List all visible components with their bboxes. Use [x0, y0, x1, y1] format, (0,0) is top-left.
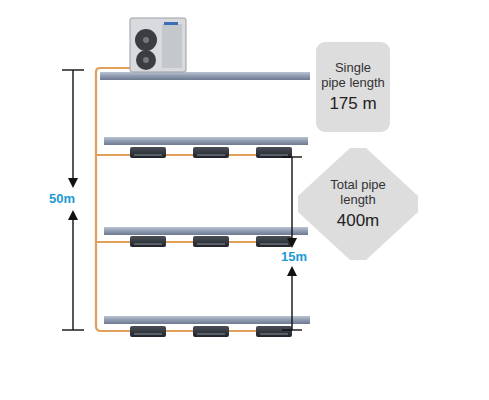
refrigerant-pipe [96, 68, 290, 331]
dimension-15m [282, 157, 302, 330]
outdoor-unit [130, 18, 186, 72]
node-value: 175 m [329, 94, 376, 114]
floor-slabs [100, 72, 310, 324]
info-diamond: Total pipe length 400m [298, 148, 418, 260]
indoor-units [130, 147, 292, 337]
node-heading: Single pipe length [321, 61, 385, 91]
dimension-label: 15m [280, 250, 308, 264]
node-value: 400m [337, 211, 380, 231]
info-box: Single pipe length 175 m [316, 42, 390, 132]
dimension-label: 50m [48, 192, 76, 206]
node-heading: Total pipe length [327, 178, 389, 208]
